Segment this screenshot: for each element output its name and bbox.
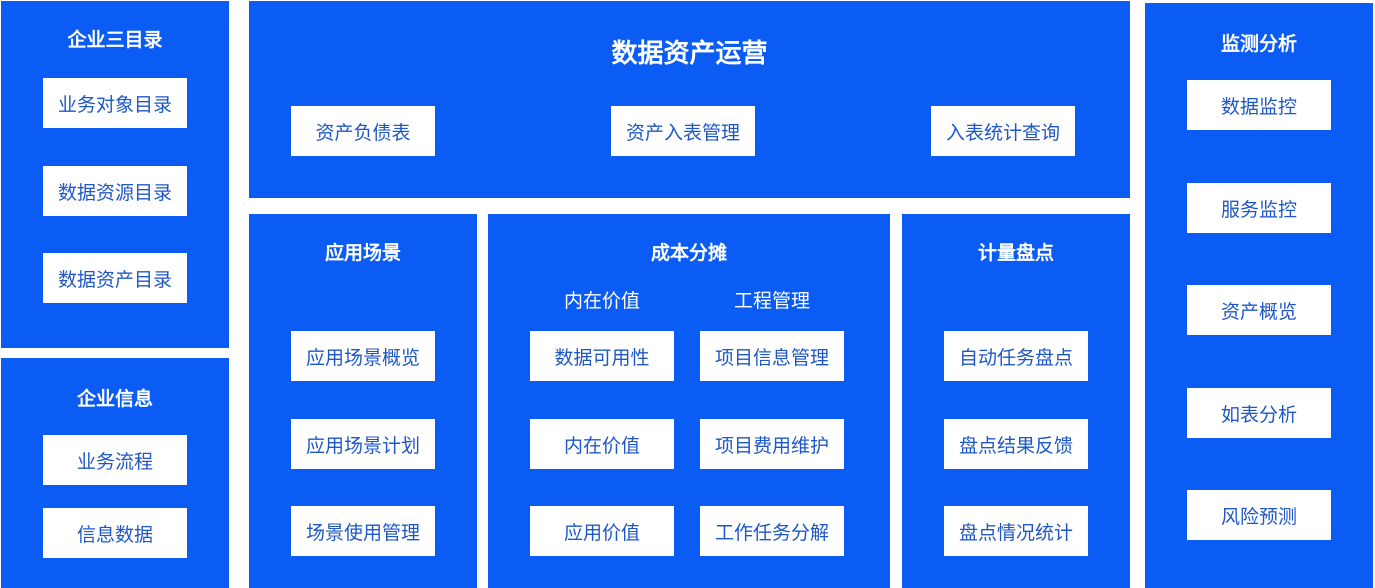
monitor-item-risk-forecast[interactable]: 风险预测: [1187, 490, 1331, 540]
cost-item-intrinsic-value[interactable]: 内在价值: [530, 419, 674, 469]
catalog-item-business-object[interactable]: 业务对象目录: [43, 78, 187, 128]
catalog-item-data-asset[interactable]: 数据资产目录: [43, 253, 187, 303]
operations-item-entry-management[interactable]: 资产入表管理: [611, 106, 755, 156]
enterprise-info-panel: 企业信息 业务流程 信息数据: [1, 358, 229, 588]
cost-item-data-availability[interactable]: 数据可用性: [530, 331, 674, 381]
cost-column-heading-engineering: 工程管理: [733, 290, 810, 312]
catalog-item-data-resource[interactable]: 数据资源目录: [43, 166, 187, 216]
enterprise-item-business-process[interactable]: 业务流程: [43, 435, 187, 485]
enterprise-item-info-data[interactable]: 信息数据: [43, 508, 187, 558]
cost-column-heading-intrinsic: 内在价值: [563, 290, 640, 312]
operations-item-balance-sheet[interactable]: 资产负债表: [291, 106, 435, 156]
monitor-item-data-monitoring[interactable]: 数据监控: [1187, 80, 1331, 130]
monitor-panel: 监测分析 数据监控 服务监控 资产概览 如表分析 风险预测: [1145, 3, 1373, 588]
catalog-panel: 企业三目录 业务对象目录 数据资源目录 数据资产目录: [1, 1, 229, 348]
cost-item-project-expense[interactable]: 项目费用维护: [700, 419, 844, 469]
scenarios-item-overview[interactable]: 应用场景概览: [291, 331, 435, 381]
scenarios-item-plan[interactable]: 应用场景计划: [291, 419, 435, 469]
cost-item-work-breakdown[interactable]: 工作任务分解: [700, 506, 844, 556]
monitor-item-asset-overview[interactable]: 资产概览: [1187, 285, 1331, 335]
scenarios-title: 应用场景: [324, 242, 401, 264]
inventory-item-result-feedback[interactable]: 盘点结果反馈: [944, 419, 1088, 469]
inventory-title: 计量盘点: [977, 242, 1054, 264]
cost-title: 成本分摊: [650, 242, 727, 264]
monitor-item-service-monitoring[interactable]: 服务监控: [1187, 183, 1331, 233]
operations-panel: 数据资产运营 资产负债表 资产入表管理 入表统计查询: [249, 1, 1130, 198]
monitor-title: 监测分析: [1220, 33, 1297, 55]
cost-item-application-value[interactable]: 应用价值: [530, 506, 674, 556]
cost-panel: 成本分摊 内在价值 工程管理 数据可用性 内在价值 应用价值 项目信息管理 项目…: [488, 214, 890, 588]
catalog-title: 企业三目录: [67, 29, 163, 51]
inventory-item-auto-task[interactable]: 自动任务盘点: [944, 331, 1088, 381]
enterprise-info-title: 企业信息: [76, 388, 153, 410]
operations-title: 数据资产运营: [611, 39, 768, 69]
inventory-panel: 计量盘点 自动任务盘点 盘点结果反馈 盘点情况统计: [902, 214, 1130, 588]
scenarios-panel: 应用场景 应用场景概览 应用场景计划 场景使用管理: [249, 214, 477, 588]
operations-item-entry-statistics[interactable]: 入表统计查询: [931, 106, 1075, 156]
monitor-item-table-analysis[interactable]: 如表分析: [1187, 388, 1331, 438]
scenarios-item-usage-management[interactable]: 场景使用管理: [291, 506, 435, 556]
inventory-item-statistics[interactable]: 盘点情况统计: [944, 506, 1088, 556]
cost-item-project-info[interactable]: 项目信息管理: [700, 331, 844, 381]
